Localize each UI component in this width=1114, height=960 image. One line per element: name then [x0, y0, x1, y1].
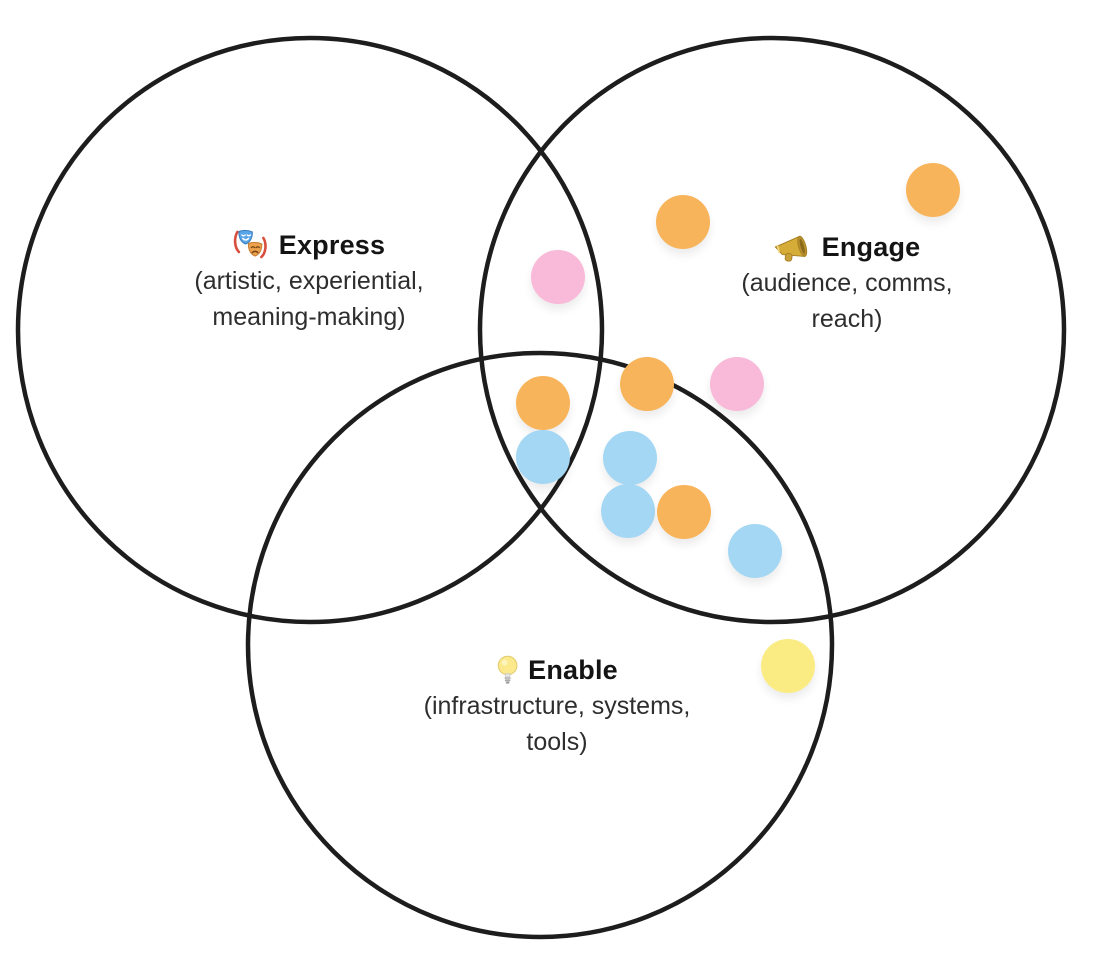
blue-dot[interactable] [516, 430, 570, 484]
theater-masks-icon [233, 229, 269, 261]
engage-subtitle-line-2[interactable]: reach) [811, 305, 883, 333]
yellow-dot[interactable] [761, 639, 815, 693]
blue-dot[interactable] [601, 484, 655, 538]
pink-dot[interactable] [710, 357, 764, 411]
express-subtitle-line-2[interactable]: meaning-making) [212, 303, 406, 331]
enable-title-line: Enable [424, 652, 691, 688]
enable-circle-label[interactable]: Enable (infrastructure, systems, tools) [424, 652, 691, 760]
light-bulb-icon [496, 654, 518, 686]
pink-dot[interactable] [531, 250, 585, 304]
enable-title-text[interactable]: Enable [528, 655, 618, 685]
express-subtitle-line-1[interactable]: (artistic, experiential, [194, 267, 424, 295]
enable-subtitle-line-2[interactable]: tools) [526, 728, 588, 756]
engage-circle-label[interactable]: Engage (audience, comms, reach) [741, 229, 952, 337]
megaphone-icon [774, 232, 812, 262]
venn-circle-engage[interactable] [477, 35, 1067, 625]
engage-subtitle-line-1[interactable]: (audience, comms, [741, 269, 953, 297]
orange-dot[interactable] [620, 357, 674, 411]
venn-circle-enable[interactable] [245, 350, 835, 940]
orange-dot[interactable] [906, 163, 960, 217]
orange-dot[interactable] [656, 195, 710, 249]
express-circle-label[interactable]: Express (artistic, experiential, meaning… [194, 227, 424, 335]
express-title-text[interactable]: Express [278, 230, 386, 260]
enable-subtitle-line-1[interactable]: (infrastructure, systems, [423, 692, 691, 720]
blue-dot[interactable] [603, 431, 657, 485]
express-title-line: Express [194, 227, 423, 263]
engage-title-text[interactable]: Engage [821, 232, 921, 262]
orange-dot[interactable] [657, 485, 711, 539]
venn-circle-express[interactable] [15, 35, 605, 625]
orange-dot[interactable] [516, 376, 570, 430]
blue-dot[interactable] [728, 524, 782, 578]
engage-title-line: Engage [741, 229, 952, 265]
